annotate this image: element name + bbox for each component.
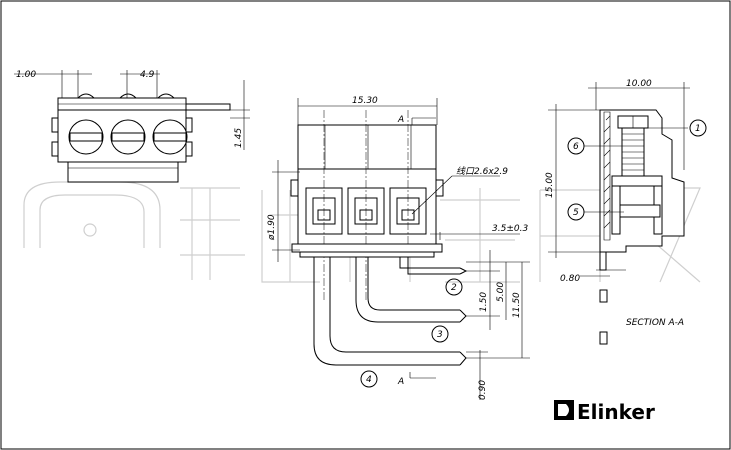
logo-mark-icon — [554, 400, 574, 420]
svg-text:5: 5 — [573, 208, 579, 218]
dim-1-45: 1.45 — [234, 128, 244, 148]
dim-11-50: 11.50 — [512, 292, 522, 318]
dim-1-50: 1.50 — [479, 292, 489, 312]
dim-15-00: 15.00 — [545, 172, 555, 198]
dim-wire-opening: 线口2.6x2.9 — [456, 166, 508, 177]
svg-text:4: 4 — [366, 375, 372, 385]
section-a-top: A — [397, 115, 404, 125]
svg-text:1: 1 — [695, 124, 701, 134]
callout-1: 1 — [689, 119, 707, 137]
brand-name: Elinker — [577, 400, 655, 424]
dim-0-90: 0.90 — [478, 380, 488, 400]
dim-dia-1-90: ø1.90 — [267, 214, 277, 241]
dim-1-00: 1.00 — [16, 70, 36, 80]
svg-text:3: 3 — [437, 330, 443, 340]
dim-4-9: 4.9 — [140, 70, 155, 80]
svg-text:2: 2 — [451, 283, 457, 293]
callout-2: 2 — [445, 278, 463, 296]
callout-5: 5 — [567, 203, 585, 221]
dim-3-5: 3.5±0.3 — [492, 224, 528, 234]
section-a-bottom: A — [397, 377, 404, 387]
callout-6: 6 — [567, 137, 585, 155]
top-view — [14, 70, 250, 183]
callout-3: 3 — [431, 325, 449, 343]
section-view — [548, 82, 690, 345]
dim-10-00: 10.00 — [626, 79, 652, 89]
dim-0-80: 0.80 — [560, 274, 580, 284]
svg-text:6: 6 — [573, 142, 579, 152]
callout-4: 4 — [360, 370, 378, 388]
front-view — [272, 98, 530, 400]
dim-5-00: 5.00 — [496, 282, 506, 302]
section-label: SECTION A-A — [626, 318, 684, 328]
brand-logo: Elinker — [554, 400, 655, 424]
dim-15-30: 15.30 — [352, 96, 378, 106]
